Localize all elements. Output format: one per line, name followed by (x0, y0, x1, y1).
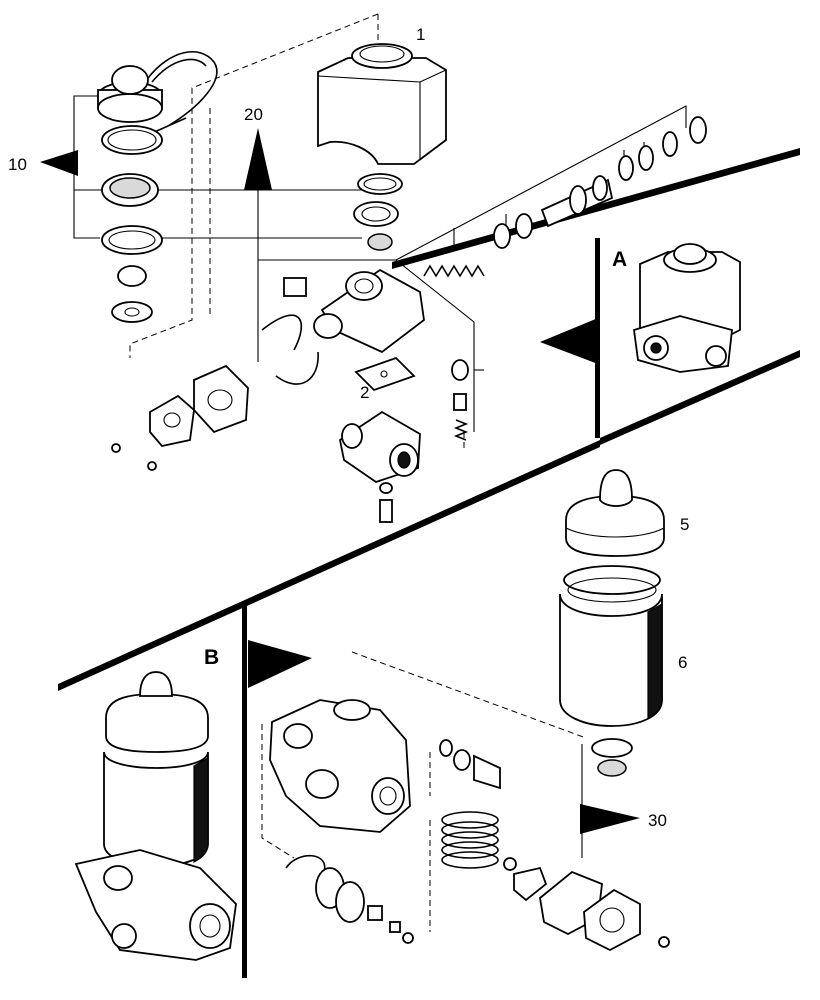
mounting-clamp (111, 314, 319, 471)
valve-body-top (283, 268, 469, 523)
pointer-arrows (40, 128, 640, 834)
callout-10: 10 (8, 155, 27, 174)
reservoir-tank (317, 43, 447, 165)
filter-housing (559, 565, 663, 777)
view-label-a: A (612, 248, 627, 271)
assembled-unit-a (633, 243, 741, 373)
callout-labels: 1 2 5 6 10 20 30 A B (8, 25, 689, 830)
assembled-unit-b (74, 671, 237, 961)
filter-cap (565, 469, 665, 557)
seal-stack-left (101, 125, 163, 323)
arrow-30 (580, 804, 640, 834)
callout-5: 5 (680, 515, 689, 534)
arrow-a (540, 318, 598, 364)
callout-20: 20 (244, 105, 263, 124)
sensor-cap (97, 50, 218, 135)
view-label-b: B (204, 646, 219, 669)
callout-30: 30 (648, 811, 667, 830)
valve-body-bottom (269, 699, 670, 952)
callout-6: 6 (678, 653, 687, 672)
dashed-guides (129, 13, 587, 932)
seal-stack-center (353, 173, 403, 251)
arrow-10 (40, 150, 78, 176)
leader-lines (73, 95, 687, 858)
arrow-20 (244, 128, 272, 190)
piston-row (423, 116, 707, 278)
callout-1: 1 (416, 25, 425, 44)
arrow-b (248, 640, 312, 688)
callout-2: 2 (360, 383, 369, 402)
